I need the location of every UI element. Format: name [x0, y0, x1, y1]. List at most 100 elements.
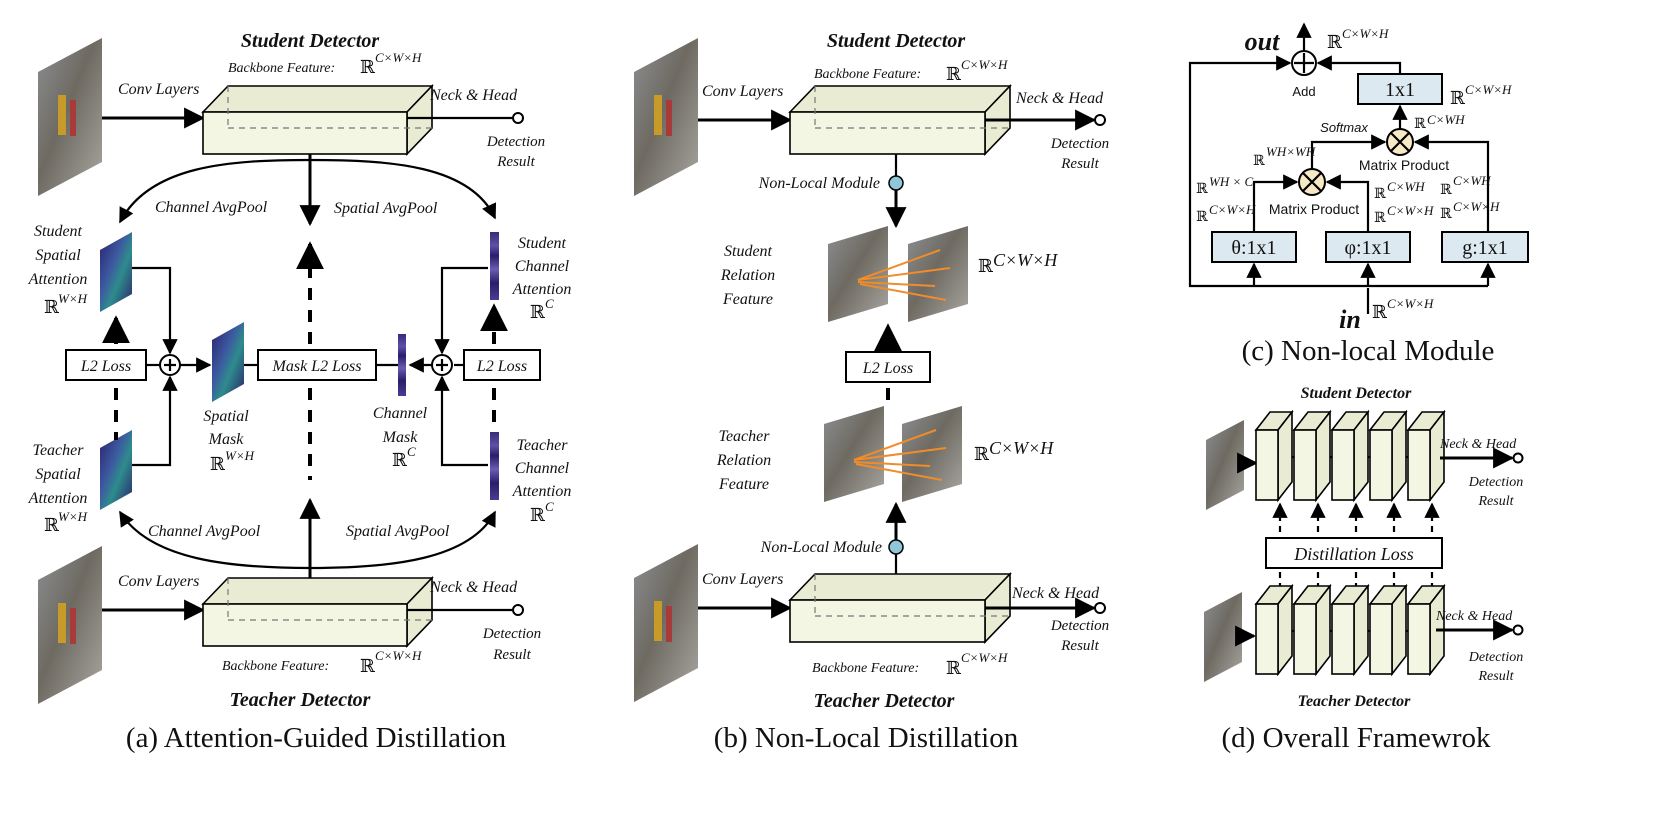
conv-1x1-label: 1x1: [1385, 79, 1415, 101]
theta-label: θ:1x1: [1231, 237, 1276, 259]
add-label: Add: [1292, 84, 1315, 99]
softmax-label: Softmax: [1320, 120, 1368, 135]
result-label-a-top: Result: [496, 154, 535, 170]
spatial-avgpool-arc-bottom: [309, 510, 496, 570]
feature-blocks-student-d: [1254, 409, 1446, 503]
teacher-spatial-attention-3: Attention: [28, 490, 88, 507]
math-wh-a3: W×H: [58, 509, 88, 524]
math-cwh-c6: C×W×H: [1209, 202, 1256, 217]
math-cwh-a8: C×W×H: [375, 648, 422, 663]
neck-head-label-a-top: Neck & Head: [429, 87, 518, 104]
student-relation-label-3: Feature: [722, 291, 773, 308]
student-channel-attention-bar: [490, 232, 499, 300]
channel-avgpool-arc-bottom: [119, 510, 311, 570]
non-local-label-b-top: Non-Local Module: [758, 175, 880, 192]
in-label: in: [1339, 305, 1361, 334]
teacher-spatial-attention-map: [100, 430, 132, 510]
math-whwh-c4: WH×WH: [1266, 144, 1316, 159]
channel-avgpool-label-a-top: Channel AvgPool: [155, 199, 268, 216]
backbone-feature-label-b-top: Backbone Feature:: [814, 67, 921, 82]
channel-mask-label-2: Mask: [382, 429, 419, 446]
spatial-mask-label-1: Spatial: [203, 408, 249, 425]
student-block-1: [1254, 409, 1294, 503]
l2-loss-label-b: L2 Loss: [862, 360, 913, 377]
l2-loss-box-b: [845, 351, 931, 383]
backbone-feature-label-b-bottom: Backbone Feature:: [812, 661, 919, 676]
input-image-teacher-d: [1204, 592, 1242, 682]
g-to-mp-top: [1413, 134, 1490, 232]
non-local-node-b-top: [888, 175, 904, 191]
neck-head-label-d-bottom: Neck & Head: [1435, 609, 1513, 624]
teacher-channel-to-plus: [434, 375, 488, 467]
teacher-block-2: [1292, 583, 1332, 677]
panel-d: Student Detector Neck & Head Detection R…: [1204, 385, 1524, 754]
panel-c: out Add ℝ C×W×H 1x1 ℝ C×W×H Softmax ℝ C×…: [1188, 22, 1529, 367]
math-cwh-b3: C×W×H: [989, 438, 1054, 458]
caption-b: (b) Non-Local Distillation: [714, 722, 1019, 754]
teacher-channel-attention-3: Attention: [512, 483, 572, 500]
theta-to-mp-bottom: [1252, 174, 1299, 232]
math-r-a6: ℝ: [530, 302, 546, 322]
math-r-a4: ℝ: [210, 454, 226, 474]
g-label: g:1x1: [1462, 237, 1508, 259]
math-r-c3: ℝ: [1414, 117, 1426, 132]
input-image-teacher-a: [38, 546, 102, 704]
math-cwh-c10: C×W×H: [1453, 199, 1500, 214]
backbone-feature-label-a-bottom: Backbone Feature:: [222, 659, 329, 674]
out-label: out: [1245, 27, 1280, 56]
student-relation-label-1: Student: [724, 243, 773, 260]
math-r-c9: ℝ: [1440, 183, 1452, 198]
theta-box: [1211, 231, 1297, 263]
teacher-block-4: [1368, 583, 1408, 677]
math-cwh-b2: C×W×H: [993, 250, 1058, 270]
student-spatial-attention-1: Student: [34, 223, 83, 240]
neck-head-label-b-top: Neck & Head: [1015, 90, 1104, 107]
student-block-3: [1330, 409, 1370, 503]
teacher-detector-title-d: Teacher Detector: [1298, 693, 1411, 710]
l2-loss-label-a-right: L2 Loss: [476, 358, 527, 375]
math-cwh2-c7: C×WH: [1387, 179, 1425, 194]
phi-to-mp-bottom: [1325, 174, 1370, 232]
student-block-4: [1368, 409, 1408, 503]
detection-node-a-top: [512, 112, 524, 124]
result-label-d-top: Result: [1478, 494, 1515, 509]
math-cwh-c11: C×W×H: [1387, 296, 1434, 311]
neck-head-label-d-top: Neck & Head: [1439, 437, 1517, 452]
l2-loss-label-a-left: L2 Loss: [80, 358, 131, 375]
math-cwh-b4: C×W×H: [961, 650, 1008, 665]
teacher-spatial-to-plus: [132, 375, 178, 467]
math-cwh-a1: C×W×H: [375, 50, 422, 65]
student-spatial-attention-3: Attention: [28, 271, 88, 288]
input-image-student-d: [1206, 420, 1244, 510]
math-r-c10: ℝ: [1440, 207, 1452, 222]
channel-avgpool-label-a-bottom: Channel AvgPool: [148, 523, 261, 540]
panel-a: Student Detector Conv Layers Backbone Fe…: [28, 30, 572, 754]
caption-d: (d) Overall Framewrok: [1222, 722, 1491, 754]
teacher-relation-feature-images: [824, 406, 962, 502]
math-c-a6: C: [545, 296, 554, 311]
student-block-5: [1406, 409, 1446, 503]
non-local-node-b-bottom: [888, 539, 904, 555]
teacher-block-3: [1330, 583, 1370, 677]
student-relation-label-2: Relation: [720, 267, 775, 284]
student-spatial-attention-map: [100, 232, 132, 312]
math-cwh-c2: C×W×H: [1465, 82, 1512, 97]
distillation-loss-label: Distillation Loss: [1293, 544, 1414, 564]
math-c-a7: C: [545, 499, 554, 514]
backbone-feature-box-teacher-a: [201, 576, 434, 648]
student-detector-title-b: Student Detector: [827, 30, 966, 52]
non-local-label-b-bottom: Non-Local Module: [760, 539, 882, 556]
math-whc-c5: WH × C: [1209, 174, 1253, 189]
conv-layers-label-b-top: Conv Layers: [702, 83, 783, 100]
detection-node-b-bottom: [1094, 602, 1106, 614]
math-r-c6: ℝ: [1196, 210, 1208, 225]
l2-loss-box-a-right: [463, 349, 541, 381]
mask-l2-loss-label: Mask L2 Loss: [272, 358, 362, 375]
math-cwh2-c9: C×WH: [1453, 173, 1491, 188]
math-r-c1: ℝ: [1327, 32, 1343, 52]
conv-layers-label-a-bottom: Conv Layers: [118, 573, 199, 590]
spatial-mask-label-2: Mask: [208, 431, 245, 448]
backbone-feature-label-a-top: Backbone Feature:: [228, 61, 335, 76]
teacher-channel-attention-bar: [490, 432, 499, 500]
phi-label: φ:1x1: [1344, 237, 1391, 259]
